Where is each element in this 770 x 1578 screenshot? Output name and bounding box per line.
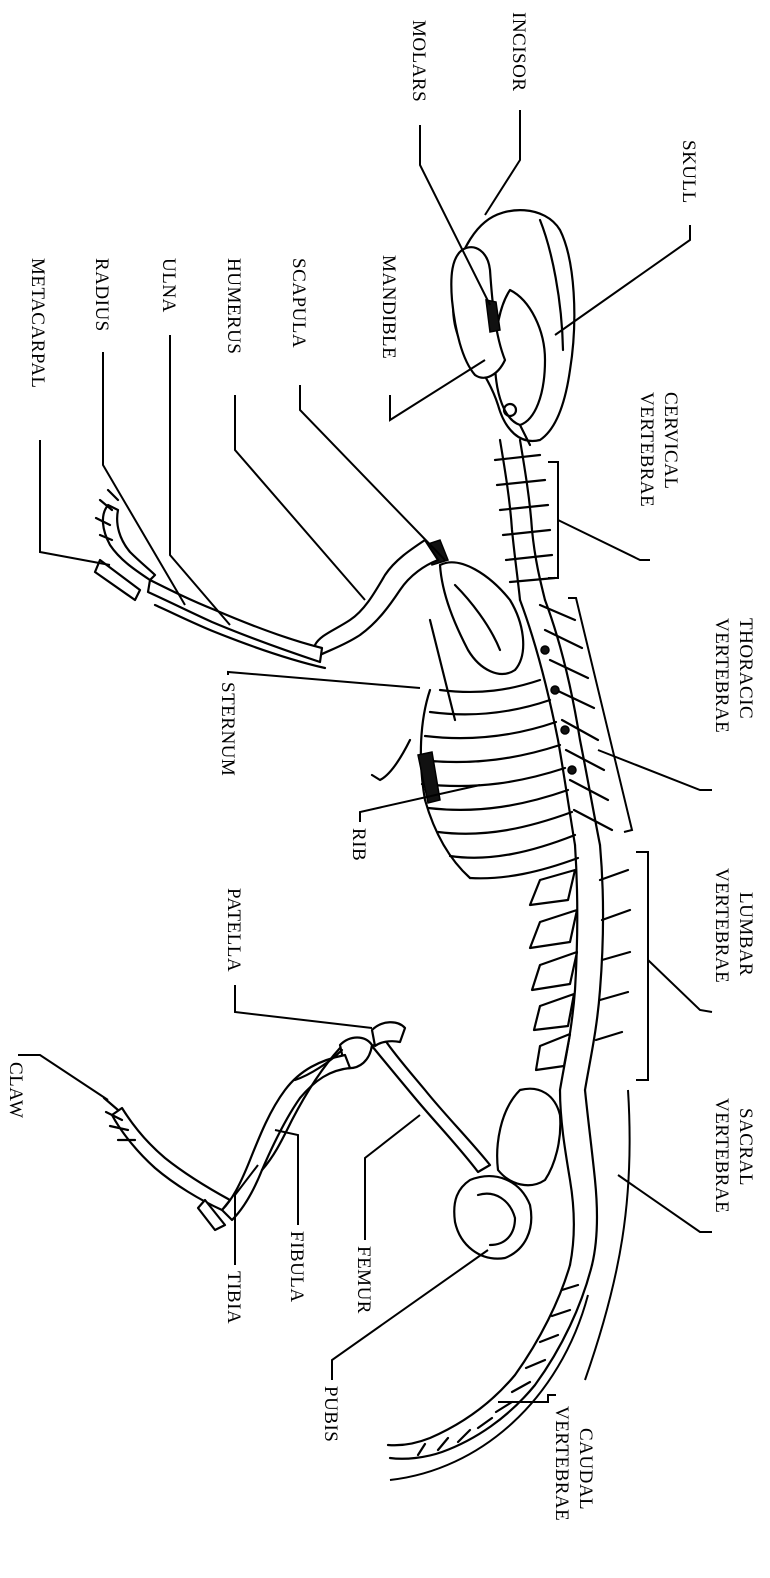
label-cervical-2: VERTEBRAE	[636, 392, 657, 507]
label-lumbar-2: VERTEBRAE	[711, 868, 732, 983]
label-caudal-2: VERTEBRAE	[551, 1406, 572, 1521]
label-rib: RIB	[348, 828, 369, 861]
forearm-bones	[148, 580, 325, 668]
pelvis-bones	[454, 1089, 597, 1265]
thoracic-vertebrae-bones	[520, 600, 612, 845]
label-scapula: SCAPULA	[288, 258, 309, 348]
labels: INCISOR MOLARS SKULL MANDIBLE SCAPULA HU…	[5, 12, 756, 1521]
femur-bone	[372, 1040, 490, 1172]
label-caudal-1: CAUDAL	[575, 1428, 596, 1510]
label-cervical-1: CERVICAL	[660, 392, 681, 489]
humerus-bone	[315, 540, 438, 655]
label-thoracic-1: THORACIC	[735, 618, 756, 719]
label-humerus: HUMERUS	[223, 258, 244, 354]
forepaw-bones	[95, 490, 155, 600]
label-lumbar-1: LUMBAR	[735, 892, 756, 976]
label-ulna: ULNA	[158, 258, 179, 313]
label-claw: CLAW	[5, 1062, 26, 1118]
cervical-vertebrae-bones	[495, 440, 555, 600]
label-tibia: TIBIA	[223, 1271, 244, 1324]
label-pubis: PUBIS	[320, 1386, 341, 1442]
label-femur: FEMUR	[353, 1246, 374, 1314]
label-fibula: FIBULA	[286, 1231, 307, 1303]
label-skull: SKULL	[678, 140, 699, 204]
label-incisor: INCISOR	[508, 12, 529, 92]
label-mandible: MANDIBLE	[378, 255, 399, 359]
label-sacral-1: SACRAL	[735, 1108, 756, 1186]
label-radius: RADIUS	[91, 258, 112, 332]
lumbar-vertebrae-bones	[530, 845, 630, 1090]
label-patella: PATELLA	[223, 888, 244, 972]
label-molars: MOLARS	[408, 20, 429, 102]
label-sacral-2: VERTEBRAE	[711, 1098, 732, 1213]
label-sternum: STERNUM	[217, 682, 238, 776]
hindpaw-bones	[104, 1098, 230, 1230]
label-metacarpal: METACARPAL	[27, 258, 48, 389]
lower-leg-bones	[222, 1048, 350, 1220]
label-thoracic-2: VERTEBRAE	[711, 618, 732, 733]
